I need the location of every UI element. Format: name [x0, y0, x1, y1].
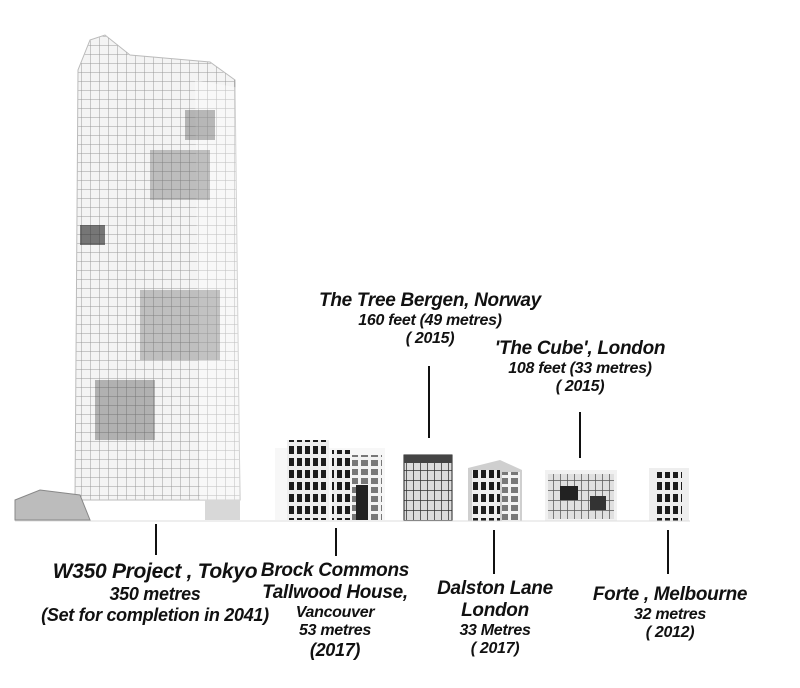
- brock-name: Brock Commons: [260, 560, 410, 581]
- w350-label: W350 Project , Tokyo 350 metres (Set for…: [20, 560, 290, 626]
- dalston-lane-image: [468, 460, 522, 521]
- dalston-label: Dalston Lane London 33 Metres ( 2017): [420, 578, 570, 658]
- dalston-name: Dalston Lane: [437, 578, 553, 599]
- w350-height: 350 metres: [109, 584, 201, 605]
- forte-image: [649, 468, 689, 521]
- tree-label: The Tree Bergen, Norway 160 feet (49 met…: [310, 290, 550, 349]
- brock-city: Vancouver: [295, 603, 375, 621]
- forte-height: 32 metres: [633, 605, 707, 623]
- w350-tower-image: [14, 34, 241, 521]
- forte-name: Forte , Melbourne: [592, 584, 748, 605]
- cube-name: 'The Cube', London: [494, 338, 666, 359]
- brock-name-2: Tallwood House,: [262, 581, 408, 603]
- cube-height: 108 feet (33 metres): [508, 359, 652, 377]
- dalston-year: ( 2017): [470, 640, 520, 658]
- dalston-city: London: [461, 599, 529, 621]
- w350-completion: (Set for completion in 2041): [41, 604, 269, 625]
- tree-height: 160 feet (49 metres): [358, 311, 502, 329]
- cube-label: 'The Cube', London 108 feet (33 metres) …: [480, 338, 680, 397]
- brock-height: 53 metres: [298, 622, 372, 640]
- brock-year: (2017): [309, 640, 361, 661]
- dalston-height: 33 Metres: [459, 621, 531, 639]
- w350-name: W350 Project , Tokyo: [52, 560, 258, 583]
- brock-commons-image: [275, 440, 385, 520]
- forte-label: Forte , Melbourne 32 metres ( 2012): [590, 584, 750, 643]
- tree-bergen-image: [403, 454, 453, 522]
- brock-label: Brock Commons Tallwood House, Vancouver …: [255, 560, 415, 661]
- forte-year: ( 2012): [645, 624, 695, 642]
- tree-name: The Tree Bergen, Norway: [319, 290, 541, 311]
- tree-year: ( 2015): [405, 330, 455, 348]
- cube-year: ( 2015): [555, 378, 605, 396]
- the-cube-image: [545, 470, 617, 521]
